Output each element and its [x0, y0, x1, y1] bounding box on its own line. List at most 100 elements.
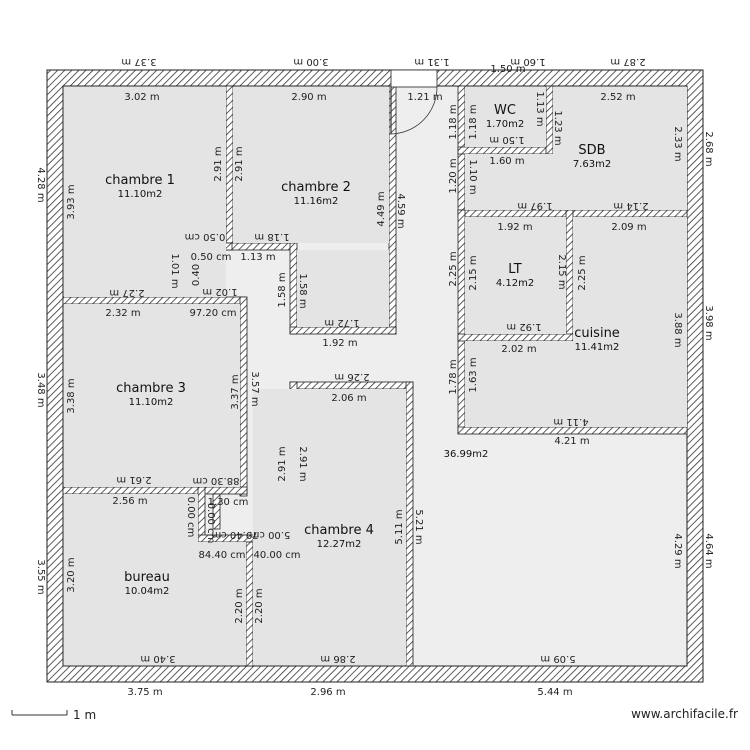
dimension-label: 1.01 m — [169, 253, 180, 288]
dimension-label: 2.25 m — [577, 255, 588, 290]
dimension-label: 3.93 m — [66, 184, 77, 219]
dimension-label: 3.37 m — [121, 56, 156, 67]
dimension-label: 4.59 m — [395, 193, 406, 228]
dimension-label: 1.97 m — [517, 200, 552, 211]
dimension-label: 1.92 m — [497, 222, 532, 233]
room-lt — [465, 217, 566, 334]
dimension-label: 2.33 m — [672, 126, 683, 161]
room-area-chambre-2: 11.16m2 — [294, 196, 339, 207]
dimension-label: 1.20 m — [448, 158, 459, 193]
scale-label: 1 m — [73, 708, 96, 722]
dimension-label: 5.09 m — [540, 653, 575, 664]
dimension-label: 4.11 m — [553, 416, 588, 427]
dimension-label: 2.20 m — [254, 588, 265, 623]
room-chambre-1 — [64, 87, 226, 297]
dimension-label: 3.98 m — [703, 305, 714, 340]
dimension-label: 0.50 cm — [185, 231, 226, 242]
dimension-label: 1.13 m — [240, 252, 275, 263]
dimension-label: 97.20 cm — [189, 308, 236, 319]
room-area-cuisine: 11.41m2 — [575, 342, 620, 353]
dimension-label: 3.37 m — [230, 374, 241, 409]
room-name-chambre-1: chambre 1 — [105, 173, 175, 188]
dimension-label: 2.91 m — [213, 146, 224, 181]
dimension-label: 1.78 m — [448, 359, 459, 394]
dimension-label: 1.30 cm — [208, 497, 249, 508]
dimension-label: 1.60 m — [510, 56, 545, 67]
room-name-chambre-3: chambre 3 — [116, 381, 186, 396]
room-wc — [465, 87, 546, 147]
dimension-label: 4.64 m — [703, 533, 714, 568]
scale-bar: 1 m — [11, 708, 96, 722]
dimension-label: 3.48 m — [35, 372, 46, 407]
room-cuisine — [573, 217, 687, 427]
dimension-label: 2.09 m — [611, 222, 646, 233]
dimension-label: 1.60 m — [489, 156, 524, 167]
room-area-bureau: 10.04m2 — [125, 586, 170, 597]
dimension-label: 2.68 m — [703, 131, 714, 166]
dimension-label: 2.02 m — [501, 344, 536, 355]
room-area-chambre-1: 11.10m2 — [118, 189, 163, 200]
dimension-label: 1.58 m — [297, 273, 308, 308]
door-opening — [390, 69, 438, 88]
room-area-sejour: 36.99m2 — [444, 449, 489, 460]
dimension-label: 1.23 m — [552, 110, 563, 145]
dimension-label: 2.52 m — [600, 92, 635, 103]
room-name-cuisine: cuisine — [574, 326, 620, 341]
dimension-label: 3.00 m — [293, 56, 328, 67]
room-name-chambre-2: chambre 2 — [281, 180, 351, 195]
dimension-label: 88.30 cm — [192, 475, 239, 486]
dimension-label: 1.31 m — [414, 56, 449, 67]
dimension-label: 5.44 m — [537, 687, 572, 698]
dimension-label: 1.18 m — [254, 231, 289, 242]
dimension-label: 0.00 cm — [185, 497, 196, 538]
room-name-chambre-4: chambre 4 — [304, 523, 374, 538]
dimension-label: 4.21 m — [554, 436, 589, 447]
room-name-lt: LT — [508, 262, 521, 277]
dimension-label: 1.72 m — [324, 317, 359, 328]
interior-walls — [62, 85, 688, 667]
dimension-label: 2.25 m — [448, 251, 459, 286]
dimension-label: 2.26 m — [334, 371, 369, 382]
dimension-label: 3.75 m — [127, 687, 162, 698]
dimension-label: 5.21 m — [413, 509, 424, 544]
dimension-label: 40.00 cm — [253, 550, 300, 561]
dimension-label: 2.27 m — [109, 287, 144, 298]
watermark: www.archifacile.fr — [631, 707, 738, 721]
room-chambre-3 — [64, 304, 240, 487]
room-bureau — [64, 494, 198, 665]
dimension-label: 79.40 cm — [211, 529, 258, 540]
dimension-label: 1.92 m — [506, 321, 541, 332]
dimension-label: 4.49 m — [376, 191, 387, 226]
dimension-label: 3.55 m — [35, 559, 46, 594]
dimension-label: 5.00 cm — [250, 529, 291, 540]
room-sdb — [553, 87, 687, 210]
room-area-lt: 4.12m2 — [496, 278, 534, 289]
dimension-label: 84.40 cm — [198, 550, 245, 561]
dimension-label: 1.18 m — [448, 104, 459, 139]
door-swing — [390, 86, 438, 135]
room-name-sdb: SDB — [578, 143, 605, 158]
dimension-label: 5.11 m — [394, 509, 405, 544]
dimension-label: 1.50 m — [489, 134, 524, 145]
dimension-label: 3.88 m — [672, 312, 683, 347]
dimension-label: 3.02 m — [124, 92, 159, 103]
dimension-label: 1.58 m — [277, 272, 288, 307]
dimension-label: 2.61 m — [116, 474, 151, 485]
dimension-label: 2.90 m — [291, 92, 326, 103]
dimension-label: 2.14 m — [613, 200, 648, 211]
dimension-label: 3.40 m — [140, 653, 175, 664]
dimension-label: 1.21 m — [407, 92, 442, 103]
dimension-label: 1.18 m — [468, 104, 479, 139]
room-chambre-2 — [233, 87, 389, 243]
dimension-label: 0.50 cm — [191, 252, 232, 263]
dimension-label: 2.91 m — [297, 446, 308, 481]
dimension-label: 3.57 m — [249, 371, 260, 406]
room-name-wc: WC — [494, 103, 516, 118]
dimension-label: 2.91 m — [277, 446, 288, 481]
dimension-label: 4.29 m — [672, 533, 683, 568]
dimension-label: 1.63 m — [468, 357, 479, 392]
dimension-label: 1.92 m — [322, 338, 357, 349]
room-area-chambre-4: 12.27m2 — [317, 539, 362, 550]
room-area-wc: 1.70m2 — [486, 119, 524, 130]
